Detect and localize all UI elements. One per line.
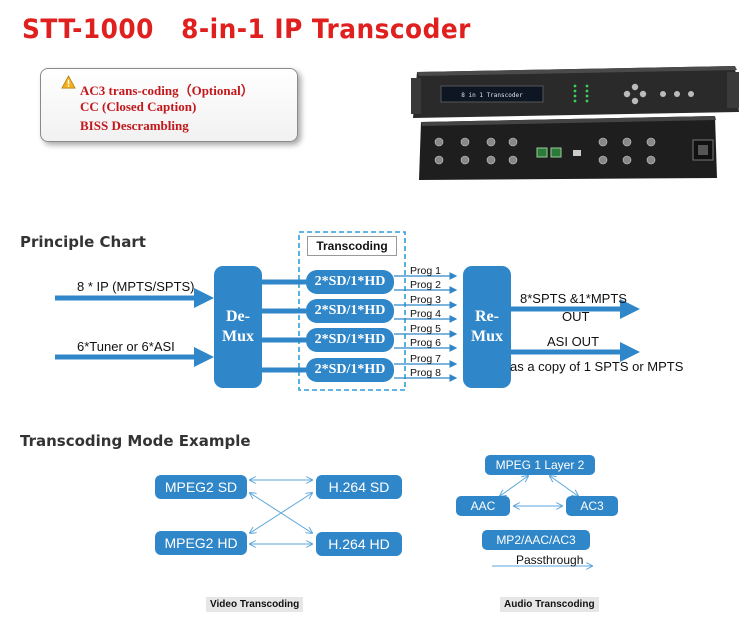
demux-block: De- Mux: [214, 266, 262, 388]
program-label: Prog 5: [410, 323, 441, 335]
mpeg2-hd-block: MPEG2 HD: [155, 531, 247, 555]
ip-output-label: 8*SPTS &1*MPTS: [520, 291, 627, 306]
program-lines: [394, 272, 458, 382]
feature-ac3: AC3 trans-coding（Optional）: [80, 83, 254, 98]
passthrough-label: Passthrough: [516, 553, 584, 567]
audio-transcoding-caption: Audio Transcoding: [500, 597, 599, 612]
tuner-input-label: 6*Tuner or 6*ASI: [77, 339, 175, 354]
transcoder-block: 2*SD/1*HD: [306, 358, 394, 382]
program-label: Prog 4: [410, 308, 441, 320]
mode-example-heading: Transcoding Mode Example: [20, 432, 251, 450]
program-label: Prog 6: [410, 337, 441, 349]
program-label: Prog 2: [410, 279, 441, 291]
program-label: Prog 7: [410, 353, 441, 365]
asi-output-label-2: as a copy of 1 SPTS or MPTS: [510, 359, 684, 374]
transcoder-block: 2*SD/1*HD: [306, 328, 394, 352]
h264-hd-block: H.264 HD: [316, 532, 402, 556]
mpeg2-sd-block: MPEG2 SD: [155, 475, 247, 499]
ac3-block: AC3: [566, 496, 618, 516]
front-panel-label: 8 in 1 Transcoder: [461, 92, 523, 99]
transcoder-block: 2*SD/1*HD: [306, 299, 394, 323]
program-label: Prog 8: [410, 367, 441, 379]
aac-block: AAC: [456, 496, 510, 516]
mp2-aac-ac3-block: MP2/AAC/AC3: [482, 530, 590, 550]
feature-box: [40, 68, 298, 142]
mpeg1-layer2-block: MPEG 1 Layer 2: [485, 455, 595, 475]
ip-output-label-2: OUT: [562, 309, 590, 324]
ip-input-label: 8 * IP (MPTS/SPTS): [77, 279, 195, 294]
transcoding-title: Transcoding: [307, 236, 397, 256]
transcoder-block: 2*SD/1*HD: [306, 270, 394, 294]
asi-output-label: ASI OUT: [547, 334, 600, 349]
feature-biss: BISS Descrambling: [80, 118, 189, 133]
warning-icon: [61, 75, 76, 89]
video-transcoding-caption: Video Transcoding: [206, 597, 304, 612]
feature-cc: CC (Closed Caption): [80, 99, 197, 114]
demux-to-transcoder-lines: [262, 279, 306, 373]
h264-sd-block: H.264 SD: [316, 475, 402, 499]
principle-chart-heading: Principle Chart: [20, 233, 146, 251]
program-label: Prog 1: [410, 265, 441, 277]
device-image: 8 in 1 Transcoder: [411, 66, 739, 180]
page-title: STT-1000 8-in-1 IP Transcoder: [22, 14, 471, 45]
program-label: Prog 3: [410, 294, 441, 306]
remux-block: Re- Mux: [463, 266, 511, 388]
